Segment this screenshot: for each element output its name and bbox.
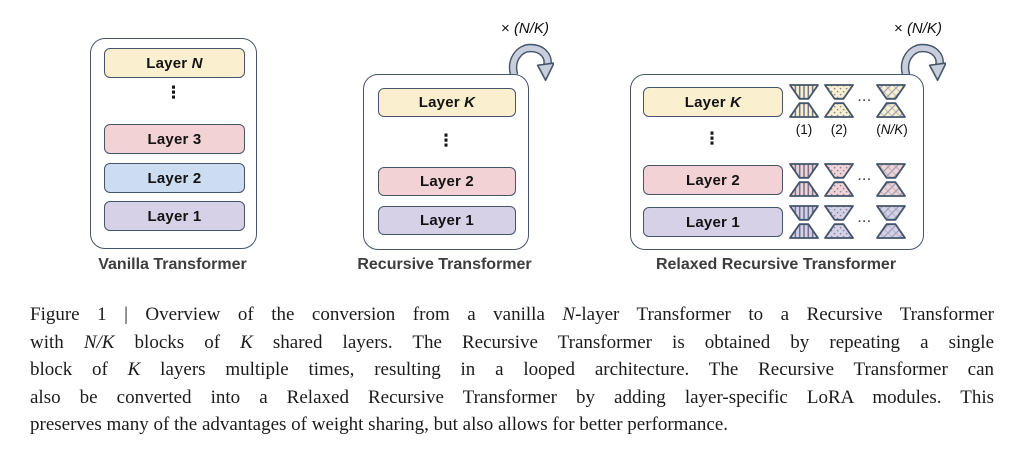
panel-vanilla-transformer: Layer N ⋮ Layer 3 Layer 2 Layer 1: [90, 38, 257, 249]
lora-index-label: (1): [795, 122, 813, 137]
loop-arrow-icon: [900, 43, 947, 84]
lora-module-icon: [789, 205, 819, 239]
layer-label: Layer 1: [686, 213, 740, 231]
vertical-ellipsis: ⋮: [703, 129, 721, 149]
loop-count-label: × (N/K): [894, 20, 942, 37]
layer-label: Layer 2: [147, 169, 202, 187]
layer-label: Layer N: [146, 54, 203, 72]
layer-label: Layer K: [418, 94, 476, 111]
layer-box-k: Layer K: [378, 88, 516, 117]
caption-line: with N/K blocks of K shared layers. The …: [30, 331, 995, 353]
lora-module-icon: [876, 84, 906, 118]
lora-module-icon: [824, 163, 854, 197]
caption-line: also be converted into a Relaxed Recursi…: [30, 386, 994, 408]
layer-label: Layer 2: [686, 171, 740, 189]
lora-index-label: (2): [830, 122, 848, 137]
lora-module-icon: [824, 205, 854, 239]
figure-caption: Figure 1 | Overview of the conversion fr…: [30, 301, 994, 439]
lora-module-icon: [876, 205, 906, 239]
horizontal-ellipsis: ···: [858, 95, 872, 107]
layer-box-2: Layer 2: [378, 167, 516, 196]
vertical-ellipsis: ⋮: [437, 131, 455, 151]
layer-label: Layer K: [684, 93, 742, 111]
panel-title-recursive: Recursive Transformer: [357, 256, 532, 273]
lora-module-icon: [789, 84, 819, 118]
layer-box-1: Layer 1: [378, 206, 516, 235]
layer-label: Layer 1: [420, 212, 474, 229]
loop-arrow-icon: [508, 43, 555, 84]
panel-title-vanilla: Vanilla Transformer: [98, 256, 247, 273]
layer-box-1: Layer 1: [104, 201, 245, 231]
caption-line: Figure 1 | Overview of the conversion fr…: [30, 304, 994, 325]
lora-module-icon: [824, 84, 854, 118]
lora-module-icon: [789, 163, 819, 197]
vertical-ellipsis: ⋮: [165, 83, 182, 103]
caption-line: block of K layers multiple times, result…: [30, 359, 995, 380]
layer-label: Layer 2: [420, 173, 474, 190]
layer-box-2: Layer 2: [104, 163, 245, 193]
panel-title-relaxed: Relaxed Recursive Transformer: [655, 256, 897, 273]
lora-index-label: (N/K): [876, 122, 908, 137]
loop-count-label: × (N/K): [501, 20, 549, 37]
layer-box-k: Layer K: [643, 87, 783, 117]
lora-module-icon: [876, 163, 906, 197]
layer-label: Layer 1: [147, 207, 202, 225]
horizontal-ellipsis: ···: [858, 174, 872, 186]
caption-line: preserves many of the advantages of weig…: [30, 414, 729, 435]
panel-relaxed-recursive-transformer: Layer K ··· (1) (2) (N/K) ⋮ Layer 2 ··· …: [630, 74, 924, 250]
layer-label: Layer 3: [147, 130, 202, 148]
panel-recursive-transformer: Layer K ⋮ Layer 2 Layer 1: [363, 74, 529, 250]
layer-box-2: Layer 2: [643, 165, 783, 195]
layer-box-n: Layer N: [104, 48, 245, 78]
horizontal-ellipsis: ···: [858, 216, 872, 228]
layer-box-3: Layer 3: [104, 124, 245, 154]
layer-box-1: Layer 1: [643, 207, 783, 237]
